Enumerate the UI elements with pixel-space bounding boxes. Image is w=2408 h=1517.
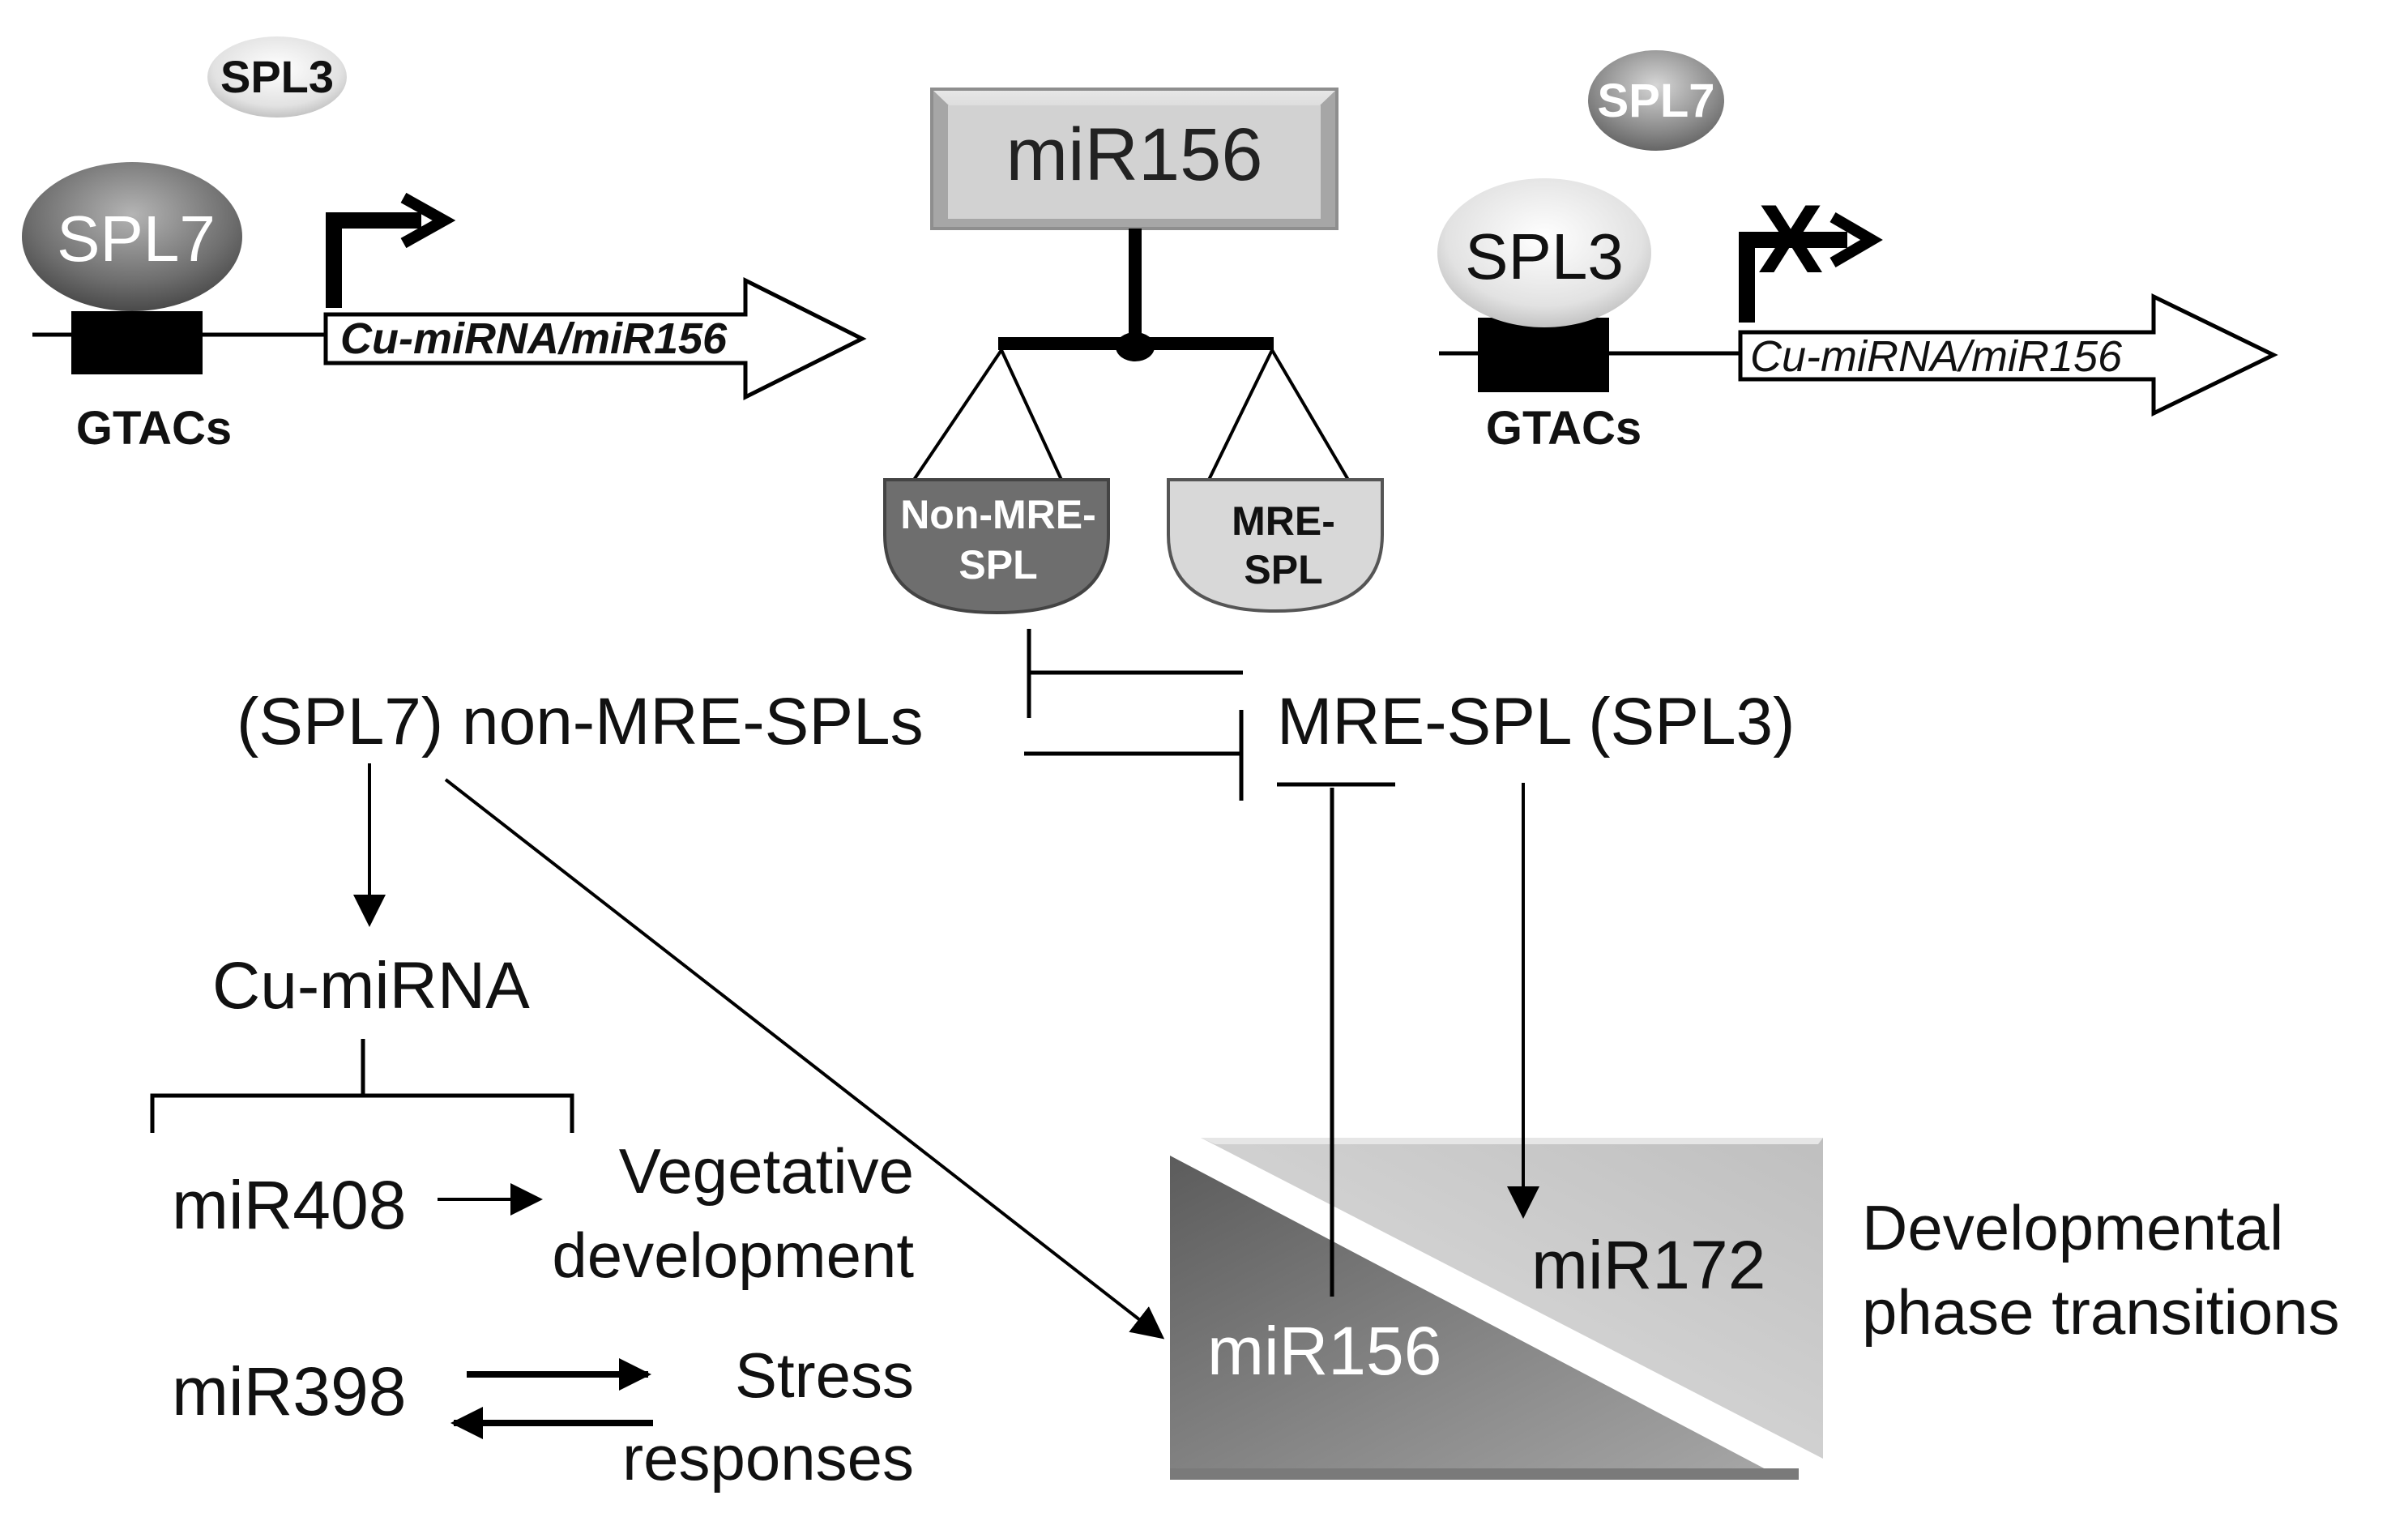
right-pan-string-b [1270,348,1350,481]
gtac-label-right: GTACs [1486,402,1642,455]
tri-mir156-label: miR156 [1207,1313,1441,1389]
right-pan [1167,478,1384,613]
bound-protein-left [22,162,242,311]
gtac-box-right [1478,318,1609,392]
balance-post [1129,229,1142,347]
bound-protein-right [1437,178,1651,327]
free-protein-right-label: SPL7 [1597,75,1714,127]
node-mir398: miR398 [172,1353,406,1429]
balance-scale: miR156 Non-MRE- SPL MRE- SPL [883,88,1384,615]
left-pan-string-b [1000,349,1063,481]
left-pan-label-1: Non-MRE- [900,492,1096,537]
tss-arrow-right-head [1829,212,1883,268]
mir156-box-label: miR156 [1005,113,1262,196]
mutual-repression [1024,629,1244,801]
node-mre-spl: MRE-SPL (SPL3) [1277,685,1795,758]
gtac-box-left [71,311,203,374]
node-stress-2: responses [622,1422,914,1493]
bound-protein-left-label: SPL7 [57,203,216,275]
mir156-box-front [948,105,1321,219]
node-mir408: miR408 [172,1167,406,1243]
bound-protein-right-label: SPL3 [1465,220,1624,293]
node-vegetative-1: Vegetative [619,1135,914,1207]
promoter-left: SPL3 SPL7 GTACs Cu-miRNA/miR156 [22,36,867,455]
tss-arrow-right [1739,232,1847,323]
left-pan [883,478,1110,615]
balance-pivot [1116,332,1155,361]
mir156-mir172-box: miR172 miR156 [1170,1138,1823,1480]
right-pan-label-1: MRE- [1232,498,1335,544]
free-protein-left-label: SPL3 [220,51,334,102]
tss-arrow-left-head [400,192,456,249]
tri-dark-base [1170,1468,1799,1480]
left-pan-string-a [912,348,1003,481]
tri-light-mir172 [1201,1138,1823,1459]
gene-arrow-left [323,276,867,401]
right-pan-label-2: SPL [1244,547,1322,592]
gtac-label-left: GTACs [76,402,232,455]
gene-label-left: Cu-miRNA/miR156 [340,314,728,363]
node-phase-1: Developmental [1862,1192,2283,1263]
free-protein-left [207,36,347,118]
tri-light-mir172-shade [1201,1138,1823,1144]
node-vegetative-2: development [552,1220,914,1291]
promoter-right: SPL7 SPL3 GTACs X Cu-miRNA/miR156 [1437,50,2278,455]
tss-block-mark: X [1758,185,1823,293]
gene-label-right: Cu-miRNA/miR156 [1750,332,2123,381]
node-non-mre-spls: (SPL7) non-MRE-SPLs [237,685,924,758]
arrow-nonmre-to-mir156 [444,778,1165,1340]
left-pan-label-2: SPL [959,542,1037,588]
bracket-cu-mirna [150,1039,574,1133]
free-protein-right [1588,50,1724,151]
tri-dark-mir156 [1170,1156,1786,1480]
gene-arrow-right [1738,293,2278,417]
node-phase-2: phase transitions [1862,1276,2340,1348]
node-stress-1: Stress [735,1340,914,1411]
tss-arrow-left [326,212,421,308]
node-cu-mirna: Cu-miRNA [212,949,530,1023]
tri-mir172-label: miR172 [1531,1227,1765,1303]
right-pan-string-a [1207,349,1274,481]
